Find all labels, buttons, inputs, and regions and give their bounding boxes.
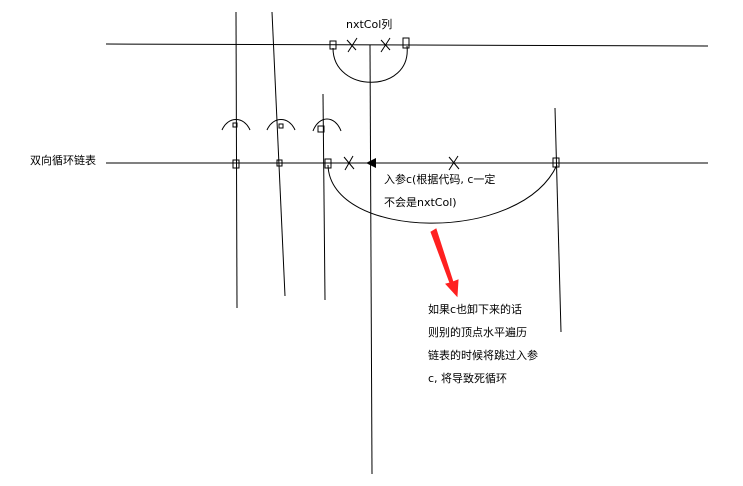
cap-marker-3 [317, 125, 325, 133]
warning-note-line-1: 如果c也卸下来的话 [428, 303, 523, 316]
node-marker-list-4 [552, 157, 560, 168]
node-marker-top-1 [329, 40, 337, 50]
param-note-line-2: 不会是nxtCol) [384, 196, 457, 209]
warning-note-line-3: 链表的时候将跳过入参 [428, 349, 538, 362]
cap-2 [266, 119, 296, 131]
node-marker-list-3 [324, 158, 332, 169]
vertical-line-2 [271, 11, 286, 297]
cap-marker-2 [278, 123, 284, 129]
cap-marker-1 [232, 122, 238, 128]
cross-mark-1 [346, 37, 358, 53]
vertical-line-5 [554, 107, 562, 333]
arrow-head-small [366, 158, 376, 168]
node-marker-top-2 [402, 37, 410, 49]
warning-note-line-4: c, 将导致死循环 [428, 372, 508, 385]
cap-3 [312, 118, 342, 132]
cross-mark-2 [380, 37, 391, 53]
nxtcol-column-label: nxtCol列 [346, 18, 393, 31]
doubly-linked-list-label: 双向循环链表 [30, 154, 96, 167]
list-arc [327, 164, 558, 224]
vertical-line-3 [322, 93, 326, 301]
cross-mark-3 [343, 155, 355, 171]
nxtcol-vertical-line [369, 44, 373, 475]
nxtcol-horizontal-line [105, 43, 709, 47]
node-marker-list-2 [276, 159, 283, 167]
param-note-line-1: 入参c(根据代码, c一定 [384, 173, 496, 186]
cross-mark-4 [448, 155, 460, 171]
red-arrow [430, 228, 459, 298]
node-marker-list-1 [232, 159, 240, 169]
cap-1 [221, 119, 251, 131]
nxtcol-arc [332, 45, 408, 83]
warning-note-line-2: 则别的顶点水平遍历 [428, 326, 527, 339]
